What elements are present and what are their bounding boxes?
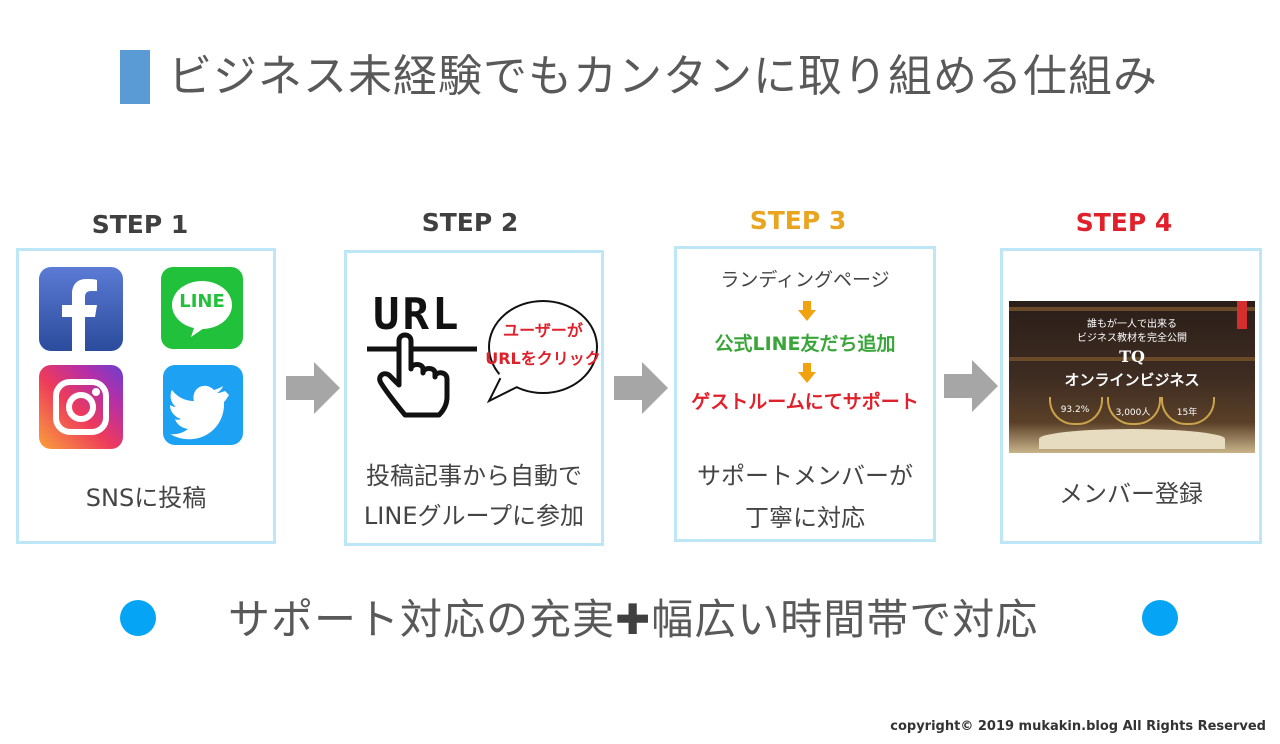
banner-stat-3: 15年 [1176,408,1198,418]
banner-top-line-1: 誰もが一人で出来る [1087,319,1177,330]
step-4-box: 誰もが一人で出来る ビジネス教材を完全公開 TQ オンラインビジネス 93.2%… [1000,248,1262,544]
speech-bubble-icon [486,300,598,404]
bubble-line-1: ユーザーが [503,321,583,340]
step-1-box: LINE SNSに投稿 [16,248,276,544]
banner-stat-1: 93.2% [1060,405,1090,415]
twitter-icon [163,365,243,445]
step-3-caption-line-2: 丁寧に対応 [745,504,865,532]
instagram-icon [39,365,123,449]
hand-pointer-icon [367,332,477,418]
bottom-message: サポート対応の充実✚幅広い時間帯で対応 [228,592,1038,648]
page-title: ビジネス未経験でもカンタンに取り組める仕組み [168,51,1158,102]
step-1-caption: SNSに投稿 [85,484,207,512]
banner-top-line-2: ビジネス教材を完全公開 [1077,333,1187,344]
step-2-caption-line-1: 投稿記事から自動で [366,462,582,490]
step-2-label: STEP 2 [421,208,519,237]
tq-banner-image: 誰もが一人で出来る ビジネス教材を完全公開 TQ オンラインビジネス 93.2%… [1009,301,1255,453]
banner-title-1: TQ [1119,347,1145,366]
line-icon-text: LINE [179,291,225,312]
banner-title-2: オンラインビジネス [1064,371,1200,389]
bubble-line-2: URLをクリック [485,349,601,368]
bottom-text-a: サポート対応の充実 [228,595,616,644]
arrow-down-icon [798,363,816,383]
line-icon: LINE [161,267,243,349]
step-2-caption-line-2: LINEグループに参加 [363,502,585,530]
step-1-label: STEP 1 [91,210,189,239]
plus-icon: ✚ [615,595,652,644]
step-2-box: URL ユーザーが URLをクリック 投稿記事から自動で LINEグループに参加 [344,250,604,546]
arrow-right-icon [614,362,668,414]
copyright-text: copyright© 2019 mukakin.blog All Rights … [890,719,1266,734]
step-3-caption-line-1: サポートメンバーが [697,462,913,490]
flow-guest-room: ゲストルームにてサポート [691,391,919,413]
flow-landing-page: ランディングページ [720,269,890,291]
title-accent-bar [120,50,150,104]
flow-line-add: 公式LINE友だち追加 [714,333,896,355]
arrow-down-icon [798,301,816,321]
arrow-right-icon [286,362,340,414]
url-text: URL [373,289,462,340]
step-3-box: ランディングページ 公式LINE友だち追加 ゲストルームにてサポート サポートメ… [674,246,936,542]
step-4-caption: メンバー登録 [1059,480,1203,508]
bottom-text-b: 幅広い時間帯で対応 [651,595,1039,644]
step-3-label: STEP 3 [749,206,847,235]
banner-stat-2: 3,000人 [1115,408,1151,418]
bullet-dot-left [120,600,156,636]
bullet-dot-right [1142,600,1178,636]
facebook-icon [39,267,123,351]
step-4-label: STEP 4 [1075,208,1173,237]
arrow-right-icon [944,360,998,412]
